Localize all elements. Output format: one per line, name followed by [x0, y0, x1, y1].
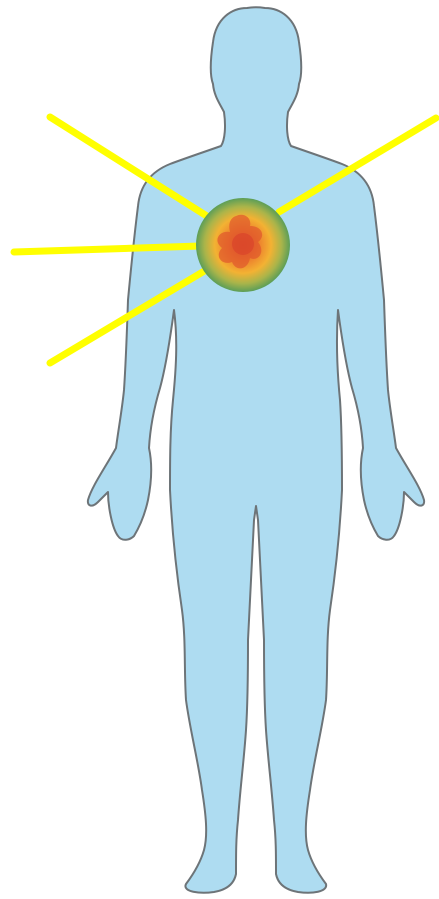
pain-core: [232, 233, 254, 255]
human-silhouette: [88, 7, 424, 892]
